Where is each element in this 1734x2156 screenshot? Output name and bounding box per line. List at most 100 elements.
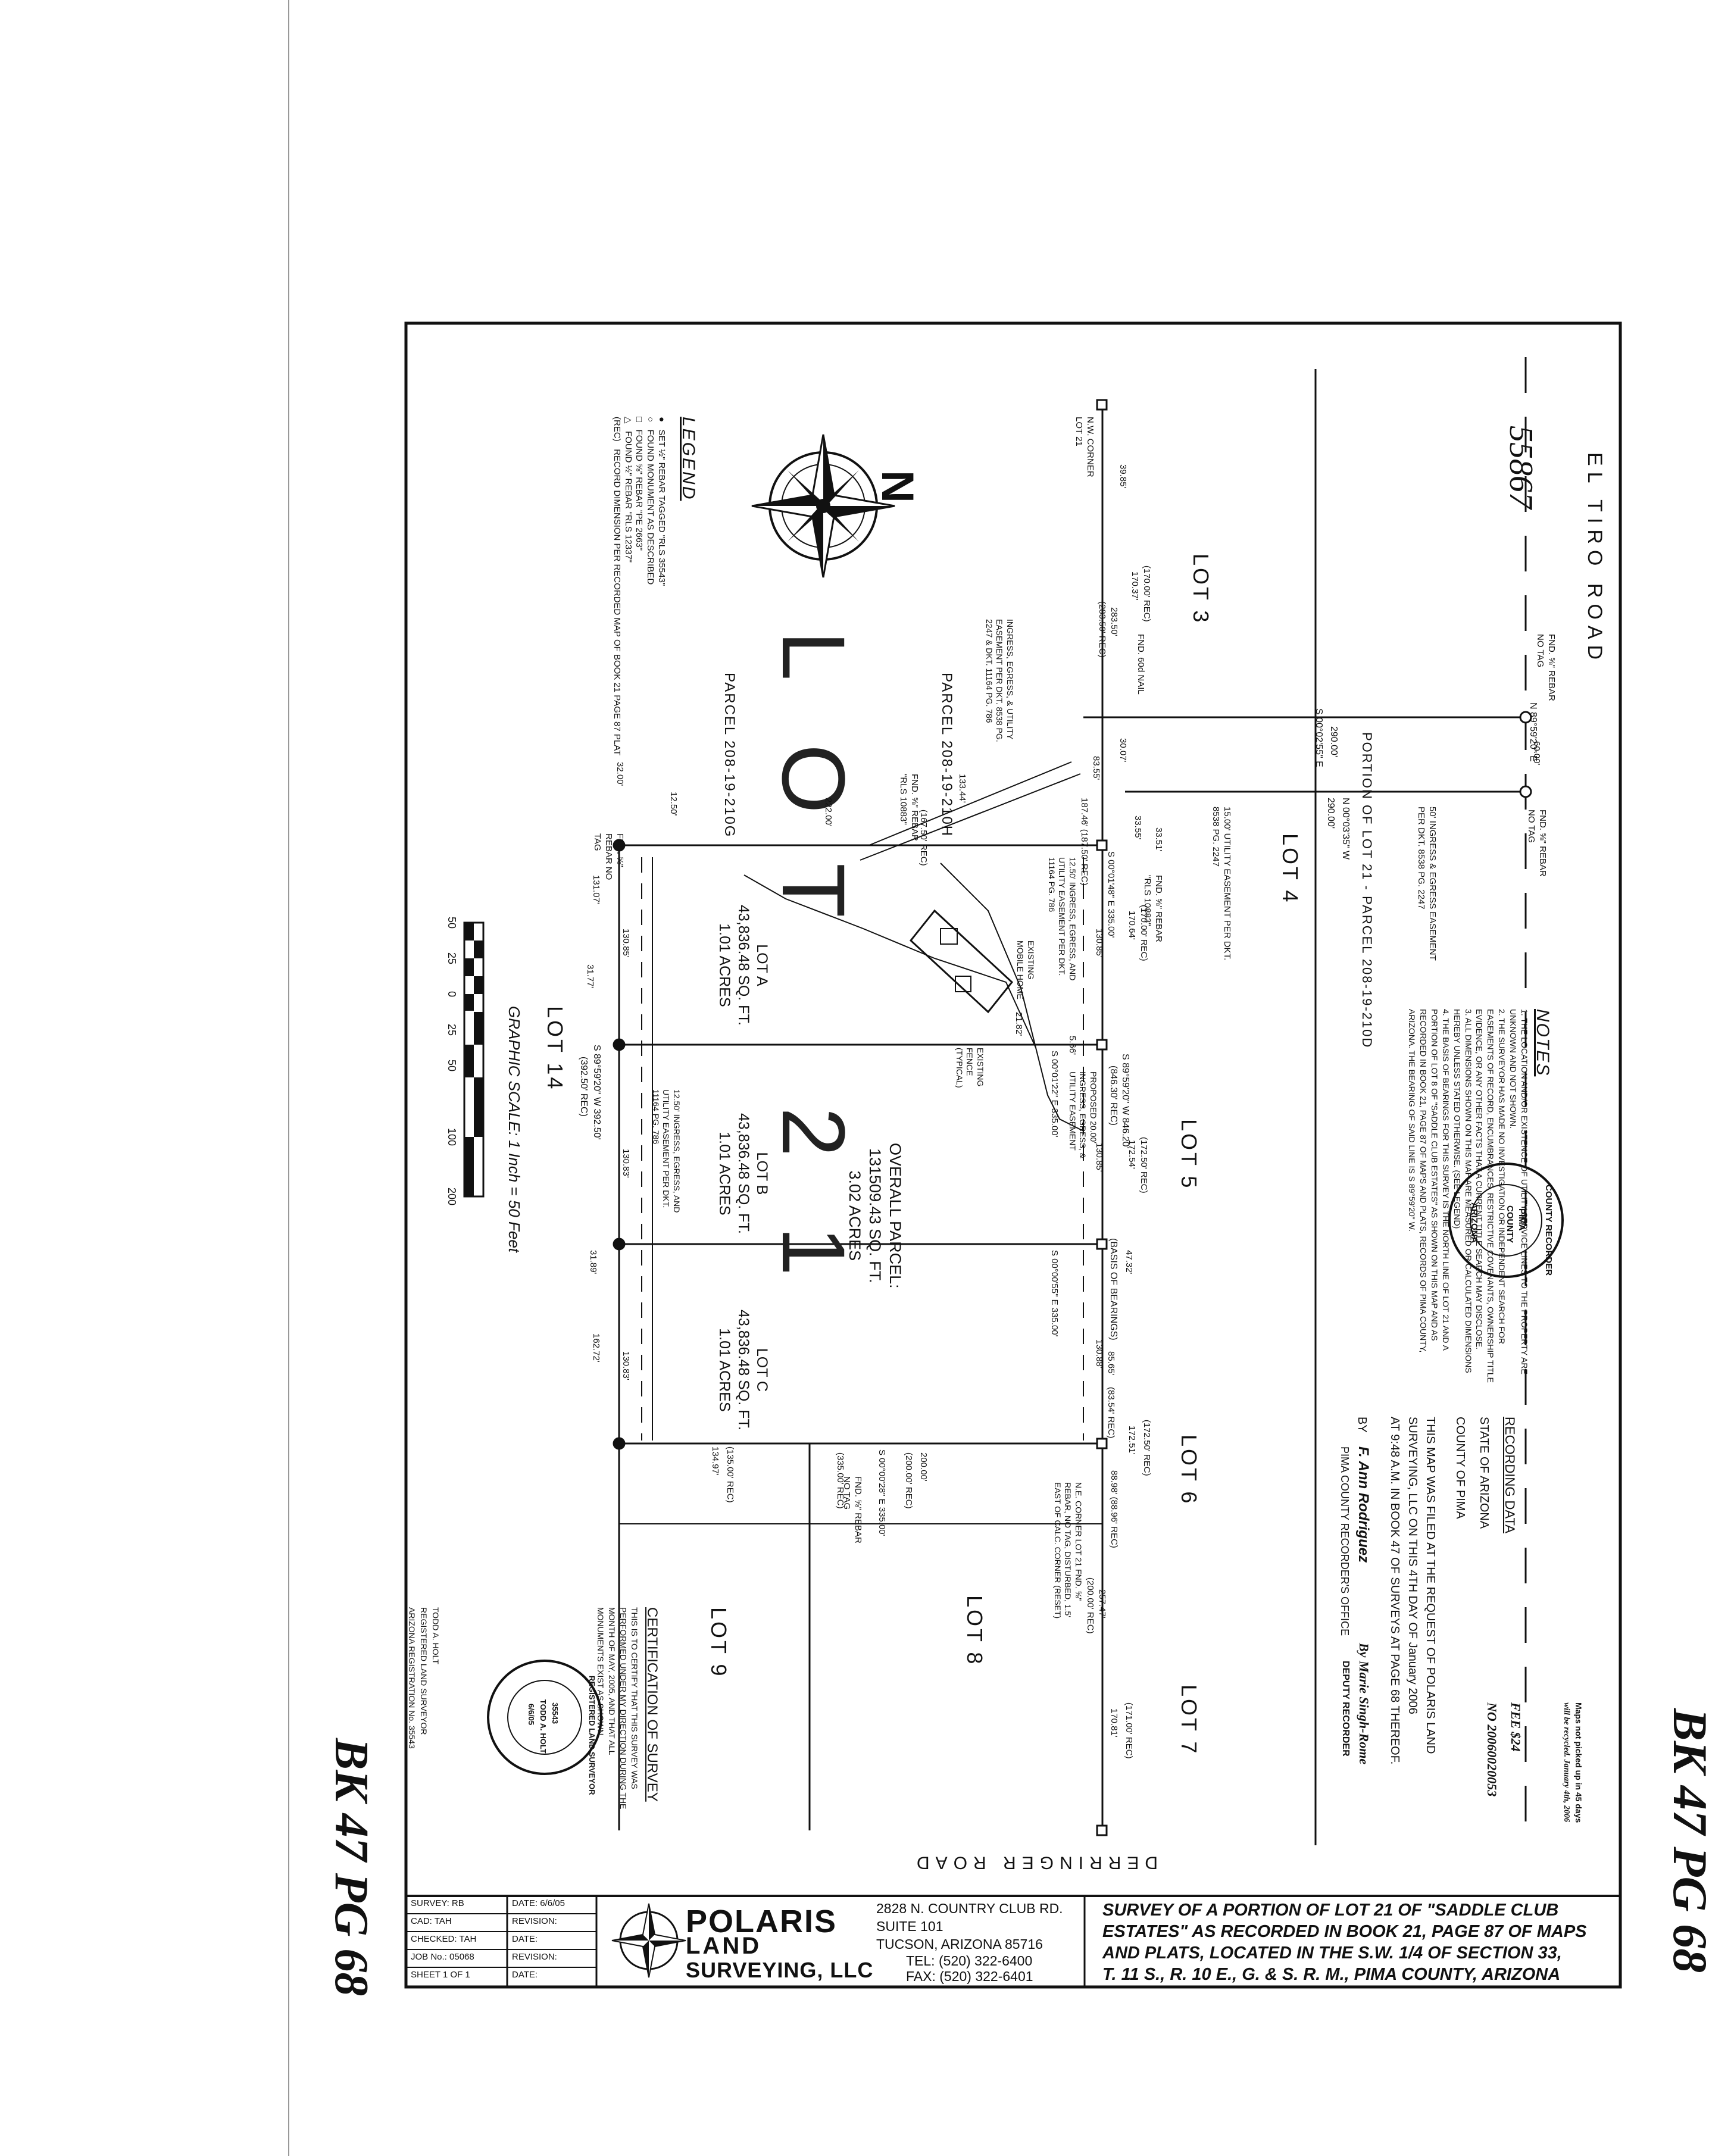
dist-21-82: 21.82' xyxy=(1014,1012,1024,1036)
title-block: SURVEY: RB CAD: TAH CHECKED: TAH JOB No.… xyxy=(406,1896,1620,1987)
dist-130-83-a: 130.83' xyxy=(621,1149,631,1178)
lot-14-label: LOT 14 xyxy=(543,1006,567,1092)
callout-nail: FND. 60d NAIL xyxy=(1136,634,1146,695)
bearing-south-line-rec: (392.50' REC) xyxy=(579,1057,589,1117)
bearing-north-line-rec: (846.30' REC) xyxy=(1108,1065,1118,1126)
tb-job: JOB No.: 05068 xyxy=(411,1952,474,1962)
legend-symbol-2: ○ xyxy=(645,417,656,423)
title-block-grid xyxy=(406,1896,1086,1987)
survey-title-2: ESTATES" AS RECORDED IN BOOK 21, PAGE 87… xyxy=(1102,1922,1587,1941)
recording-fee: FEE $24 xyxy=(1508,1702,1523,1752)
surveyor-seal-date: 6/6/05 xyxy=(527,1704,536,1726)
callout-rebar-3: FND. ⅝" REBAR "RLS 10883" xyxy=(1142,875,1164,942)
tb-survey-by: SURVEY: RB xyxy=(411,1898,464,1908)
scale-tick-25: 25 xyxy=(446,1024,458,1036)
recorder-seal-line-2: COUNTY xyxy=(1505,1205,1515,1243)
parcel-210g-label: PARCEL 208-19-210G xyxy=(721,673,738,838)
lot-a-acres: 1.01 ACRES xyxy=(716,923,733,1007)
dist-31-89: 31.89' xyxy=(588,1250,598,1274)
legend-text-1: SET ½" REBAR TAGGED "RLS 35543" xyxy=(657,429,667,586)
legend-text-5: RECORD DIMENSION PER RECORDED MAP OF BOO… xyxy=(612,449,622,756)
lot-a-block: LOT A 43,836.48 SQ. FT. 1.01 ACRES xyxy=(715,905,771,1026)
scale-tick-200: 200 xyxy=(446,1188,458,1206)
surveyor-seal-number: 35543 xyxy=(551,1702,560,1724)
company-address-3: TUCSON, ARIZONA 85716 xyxy=(876,1936,1043,1952)
dist-60-00: 60.00' xyxy=(1532,741,1542,765)
survey-title-3: AND PLATS, LOCATED IN THE S.W. 1/4 OF SE… xyxy=(1102,1943,1562,1963)
legend-text-4: FOUND ½" REBAR "RLS 12337" xyxy=(623,431,633,563)
dist-88-98: 88.98' (88.96' REC) xyxy=(1109,1470,1119,1548)
recording-line-3: AT 9:48 A.M. IN BOOK 47 OF SURVEYS AT PA… xyxy=(1388,1417,1401,1765)
scale-tick-25-left: 25 xyxy=(446,952,458,965)
legend-symbol-5: (REC) xyxy=(612,417,622,442)
lot-8-label: LOT 8 xyxy=(963,1595,987,1667)
dist-170-rec: (170.00' REC) xyxy=(1142,565,1152,622)
company-address-1: 2828 N. COUNTRY CLUB RD. xyxy=(876,1901,1063,1916)
dist-200-00-rec-b: (200.00' REC) xyxy=(1085,1577,1095,1634)
distance-2: 290.00' xyxy=(1326,798,1336,829)
survey-title-4: T. 11 S., R. 10 E., G. & S. R. M., PIMA … xyxy=(1102,1965,1561,1984)
callout-mobile-home: EXISTING MOBILE HOME xyxy=(1016,940,1036,999)
legend-text-2: FOUND MONUMENT AS DESCRIBED xyxy=(645,429,656,585)
callout-rebar-4: FND. ⅝" REBAR "RLS 10883" xyxy=(898,774,920,841)
parcel-210d-label: PORTION OF LOT 21 - PARCEL 208-19-210D xyxy=(1360,732,1374,1049)
surveyor-seal-ring: REGISTERED LAND SURVEYOR xyxy=(588,1676,596,1795)
dist-172-54: 172.54' xyxy=(1127,1140,1137,1169)
legend-item-3: □ FOUND ⅝" REBAR "PE 2663" xyxy=(633,417,645,755)
lot-b-block: LOT B 43,836.48 SQ. FT. 1.01 ACRES xyxy=(715,1113,771,1234)
bearing-lot-line-2: S 00°01'22" E 335.00' xyxy=(1049,1051,1060,1138)
lot-b-area: 43,836.48 SQ. FT. xyxy=(735,1113,752,1234)
certification-body: THIS IS TO CERTIFY THAT THIS SURVEY WAS … xyxy=(596,1607,639,1810)
dist-83-54-rec: (83.54' REC) xyxy=(1106,1387,1116,1439)
polaris-logo-compass xyxy=(611,1903,686,1978)
lot-3-label: LOT 3 xyxy=(1189,554,1213,625)
callout-rebar-5: FND. ⅝" REBAR NO TAG xyxy=(592,833,626,880)
callout-ingress-50: 50' INGRESS & EGRESS EASEMENT PER DKT. 8… xyxy=(1416,807,1438,961)
legend-title: LEGEND xyxy=(679,417,698,501)
callout-nw-corner: N.W. CORNER LOT 21 xyxy=(1074,417,1095,477)
dist-171-00-rec: (171.00' REC) xyxy=(1124,1702,1134,1759)
basis-of-bearings: (BASIS OF BEARINGS) xyxy=(1108,1238,1118,1341)
surveyor-seal xyxy=(487,1660,602,1775)
tb-date-2: DATE: xyxy=(512,1934,538,1944)
distance-222: 222.00' xyxy=(823,798,833,827)
recorder-seal-line-1: PIMA xyxy=(1517,1208,1527,1231)
recording-title: RECORDING DATA xyxy=(1502,1417,1517,1533)
dist-83-55: 83.55' xyxy=(1091,756,1101,780)
dist-187-46: 187.46' (187.50' REC) xyxy=(1079,798,1089,886)
company-address-2: SUITE 101 xyxy=(876,1918,943,1934)
scale-tick-50: 50 xyxy=(446,1060,458,1072)
parcel-210h-label: PARCEL 208-19-210H xyxy=(939,673,955,838)
existing-mobile-home xyxy=(909,909,1014,1014)
recorder-name: F. Ann Rodriguez xyxy=(1355,1446,1371,1563)
big-lot-letter-1: L xyxy=(764,631,864,681)
surveyor-seal-name: TODD A. HOLT xyxy=(539,1699,548,1754)
derringer-road-label: DERRINGER ROAD xyxy=(911,1852,1158,1873)
recording-line-2: SURVEYING, LLC ON THIS 4TH DAY OF Januar… xyxy=(1406,1417,1419,1714)
bearing-lot-line-1: S 00°01'48" E 335.00' xyxy=(1106,851,1116,938)
overall-name: OVERALL PARCEL: xyxy=(886,1143,904,1289)
bearing-south-line: S 89°59'20" W 392.50' xyxy=(592,1045,602,1140)
callout-rebar-1: FND. ⅝" REBAR NO TAG xyxy=(1535,634,1557,701)
legend-item-2: ○ FOUND MONUMENT AS DESCRIBED xyxy=(645,417,656,755)
bearing-2: N 00°03'35" W xyxy=(1341,798,1351,860)
book-page-left: BK 47 PG 68 xyxy=(325,1738,377,1996)
lot-5-label: LOT 5 xyxy=(1177,1119,1201,1191)
lot-a-area: 43,836.48 SQ. FT. xyxy=(735,905,752,1026)
bearing-north-line: S 89°59'20" W 846.20' xyxy=(1120,1054,1130,1149)
legend-symbol-4: △ xyxy=(623,417,633,424)
dist-257-47: 257.47' xyxy=(1097,1589,1107,1618)
distance-200-rec: (200.00' REC) xyxy=(904,1452,914,1509)
dist-85-65: 85.65' xyxy=(1106,1351,1116,1376)
legend-symbol-3: □ xyxy=(634,417,645,423)
el-tiro-road-label: EL TIRO ROAD xyxy=(1583,452,1606,666)
dist-33-55: 33.55' xyxy=(1133,815,1143,840)
legend-symbol-1: ● xyxy=(657,417,667,423)
dist-283-rec: (283.50' REC) xyxy=(1097,601,1107,658)
dist-170-81: 170.81' xyxy=(1109,1708,1119,1738)
note-3: 3. ALL DIMENSIONS SHOWN ON THIS MAP ARE … xyxy=(1452,1009,1473,1373)
big-lot-letter-2: O xyxy=(764,744,864,814)
tb-sheet: SHEET 1 OF 1 xyxy=(411,1970,470,1980)
